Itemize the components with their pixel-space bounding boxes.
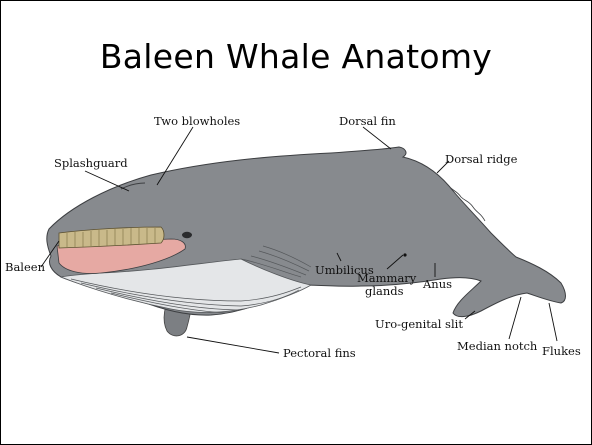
whale-illustration	[47, 147, 566, 336]
label-splashguard: Splashguard	[54, 156, 128, 170]
label-uro-genital-slit: Uro-genital slit	[375, 317, 463, 331]
label-pectoral-fins: Pectoral fins	[283, 346, 356, 360]
label-median-notch: Median notch	[457, 339, 538, 353]
label-anus: Anus	[422, 277, 452, 291]
label-mammary-glands-line1: Mammary	[357, 271, 417, 285]
uro-genital-slit-mark	[403, 253, 406, 256]
eye	[182, 232, 192, 238]
label-dorsal-ridge: Dorsal ridge	[445, 152, 518, 166]
label-baleen: Baleen	[5, 260, 46, 274]
label-mammary-glands-line2: glands	[365, 284, 404, 298]
label-dorsal-fin: Dorsal fin	[339, 114, 396, 128]
label-two-blowholes: Two blowholes	[154, 114, 240, 128]
label-flukes: Flukes	[542, 344, 581, 358]
